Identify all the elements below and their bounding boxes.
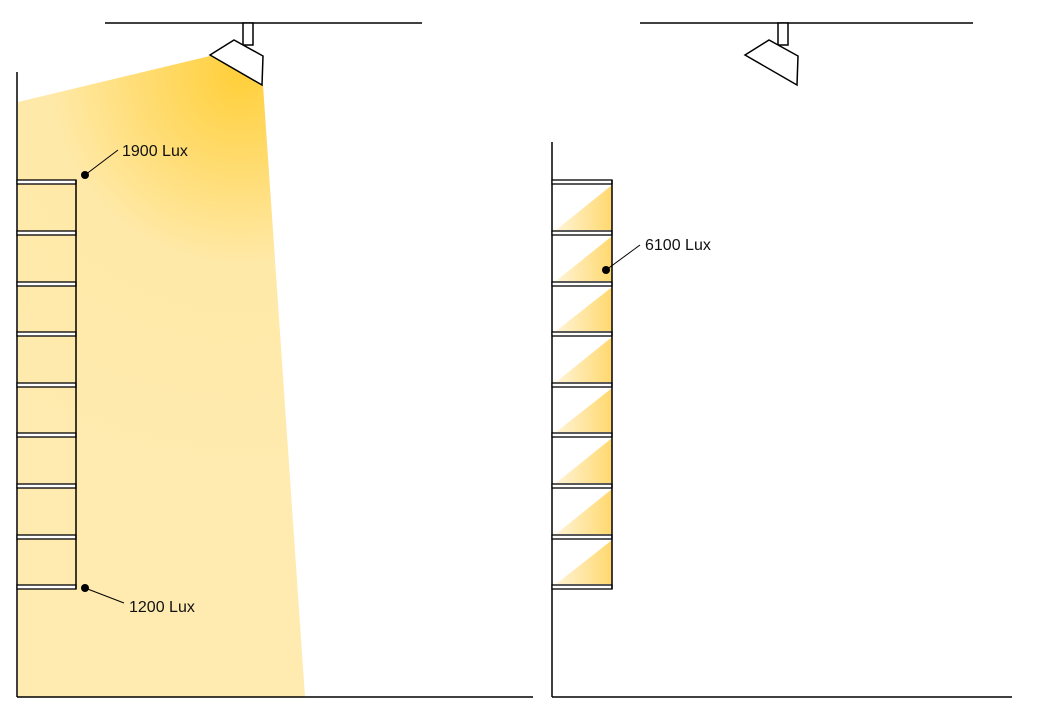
shelf-board <box>551 534 613 540</box>
shelf-board <box>16 483 77 489</box>
leader-line-bottom <box>84 587 125 604</box>
shelf-light-patch <box>556 236 612 281</box>
shelf-unit <box>16 179 77 590</box>
shelf-board <box>16 534 77 540</box>
fixture-stem <box>777 22 789 46</box>
leader-line-top <box>84 149 119 176</box>
shelf-board <box>551 331 613 337</box>
fixture-stem <box>242 22 254 46</box>
left-scene: 1900 Lux 1200 Lux <box>16 22 533 698</box>
light-beam <box>18 56 305 697</box>
shelf-light-patch <box>556 287 612 331</box>
spotlight-fixture-icon <box>743 39 799 87</box>
shelf-board <box>551 230 613 236</box>
shelf-light-patch <box>556 540 612 584</box>
shelf-board <box>16 230 77 236</box>
spotlight-fixture-icon <box>208 39 264 87</box>
leader-line-shelf <box>605 244 641 271</box>
shelf-board <box>16 281 77 287</box>
right-scene: 6100 Lux <box>551 22 1012 698</box>
shelf-board <box>551 432 613 438</box>
shelf-board <box>16 584 77 590</box>
shelf-board <box>16 432 77 438</box>
shelf-light-patch <box>556 388 612 432</box>
lux-label-shelf: 6100 Lux <box>645 237 711 254</box>
shelf-light-patch <box>556 185 612 230</box>
shelf-board <box>551 483 613 489</box>
shelf-board <box>16 331 77 337</box>
lux-label-top: 1900 Lux <box>122 143 188 160</box>
shelf-light-patch <box>556 337 612 382</box>
shelf-board <box>16 382 77 388</box>
shelf-board <box>551 382 613 388</box>
shelf-light-patch <box>556 438 612 483</box>
lit-shelf-unit <box>551 179 613 590</box>
shelf-board <box>551 281 613 287</box>
shelf-board <box>551 179 613 185</box>
shelf-board <box>551 584 613 590</box>
shelf-light-patch <box>556 489 612 534</box>
shelf-board <box>16 179 77 185</box>
lux-label-bottom: 1200 Lux <box>129 599 195 616</box>
